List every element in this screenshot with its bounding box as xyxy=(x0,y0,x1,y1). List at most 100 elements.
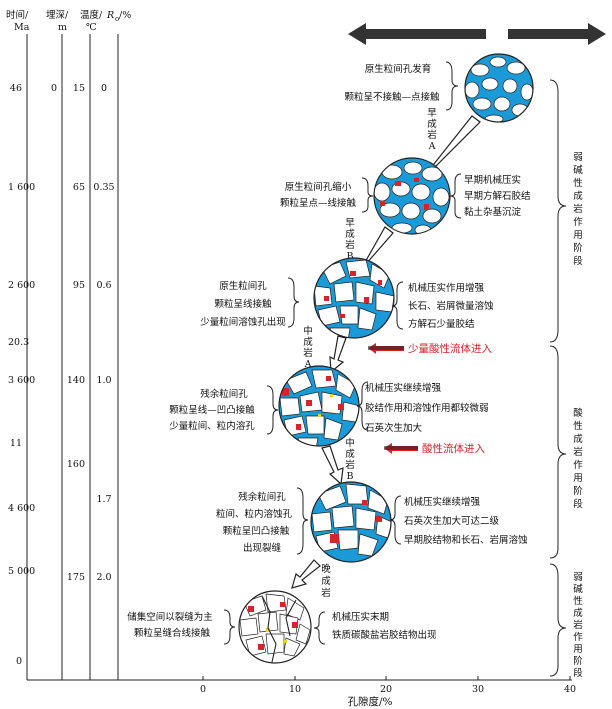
stage-5-left-line: 出现裂缝 xyxy=(243,542,282,554)
phase-bracket-3: 弱 碱 性 成 岩 作 用 阶 段 xyxy=(549,563,583,679)
header-arrows: 岩石组构演化特征 主要成岩作用 xyxy=(348,15,606,45)
stage-1-left-line: 颗粒呈不接触—点接触 xyxy=(344,91,440,103)
stage-3-right-brace xyxy=(391,281,404,330)
stage-name-char: A xyxy=(304,359,312,370)
right-arrow-shape xyxy=(508,23,606,45)
stage-6-left-line: 颗粒呈缝合线接触 xyxy=(134,627,211,639)
time-label: 5 000 xyxy=(8,566,35,577)
porosity-tick: 20 xyxy=(380,684,392,695)
phase-char: 段 xyxy=(573,255,583,267)
stage-4-left-line: 颗粒呈线—凹凸接触 xyxy=(169,404,255,416)
stage-5-left-line: 残余粒间孔 xyxy=(238,491,286,503)
thin-section-6 xyxy=(238,590,312,664)
phase-char: 成 xyxy=(573,433,583,445)
stage-6-right-brace xyxy=(313,611,326,645)
header-time-unit: Ma xyxy=(14,22,30,33)
phase-char: 作 xyxy=(573,631,583,643)
ro-label: 0.35 xyxy=(93,182,114,193)
stage-5-left-brace xyxy=(296,487,309,555)
depth-axis-labels: 0 65 95 140 160 175 xyxy=(51,83,85,583)
time-label: 1 600 xyxy=(8,182,35,193)
phase-char: 作 xyxy=(573,459,583,471)
fluid-event-1: 少量酸性流体进入 xyxy=(368,342,492,355)
temp-axis-labels: 15 xyxy=(73,83,85,94)
ro-label: 1.0 xyxy=(96,375,111,386)
phase-char: 性 xyxy=(573,420,583,432)
ro-label: 1.7 xyxy=(96,494,111,505)
header-time: 时间/ xyxy=(6,9,29,21)
stage-3-left-line: 少量粒间溶蚀孔出现 xyxy=(200,316,286,328)
header-ro-sub: o xyxy=(115,15,119,23)
stage-5-right-line: 机械压实继续增强 xyxy=(404,496,481,508)
time-label: 46 xyxy=(10,83,22,94)
phase-char: 弱 xyxy=(573,152,583,163)
stage-4: 残余粒间孔 颗粒呈线—凹凸接触 少量粒间、粒内溶孔 机械压实继续增强 胶结作用和… xyxy=(169,365,489,447)
stage-2-left-brace xyxy=(361,177,374,213)
stage-2-right-line: 黏土杂基沉淀 xyxy=(464,206,522,218)
depth-label: 160 xyxy=(67,459,85,470)
phase-bracket-1: 弱 碱 性 成 岩 作 用 阶 段 xyxy=(549,79,583,343)
stage-name-char: 晚 xyxy=(321,564,331,575)
phase-char: 岩 xyxy=(573,203,583,215)
phase-char: 阶 xyxy=(573,655,583,667)
header-ro: R xyxy=(106,10,114,21)
thin-section-2 xyxy=(373,157,451,235)
thin-section-4 xyxy=(278,365,360,447)
depth-label: 175 xyxy=(67,572,85,583)
vertical-axes xyxy=(26,34,119,680)
stage-name-char: B xyxy=(347,251,354,262)
stage-2: 原生粒间孔缩小 颗粒呈点—线接触 早期机械压实 早期方解石胶结 黏土杂基沉淀 xyxy=(280,157,531,235)
phase-char: 成 xyxy=(573,607,583,619)
phase-char: 岩 xyxy=(573,446,583,458)
temp-label: 15 xyxy=(73,83,85,94)
stage-2-right-brace xyxy=(449,173,462,219)
porosity-tick: 40 xyxy=(564,684,576,695)
stage-5-left-line: 粒间、粒内溶蚀孔 xyxy=(216,508,293,520)
phase-char: 作 xyxy=(573,216,583,228)
ro-label: 0.6 xyxy=(96,280,111,291)
stage-name-char: 岩 xyxy=(321,587,331,599)
porosity-tick: 30 xyxy=(472,684,484,695)
fluid-event-text: 酸性流体进入 xyxy=(422,442,485,455)
stage-name-char: 早 xyxy=(345,218,355,229)
time-label: 2 600 xyxy=(8,280,35,291)
stage-6: 储集空间以裂缝为主 颗粒呈缝合线接触 机械压实末期 铁质碳酸盐岩胶结物出现 xyxy=(127,590,437,664)
phase-char: 弱 xyxy=(573,572,583,583)
stage-6-right-line: 铁质碳酸盐岩胶结物出现 xyxy=(332,629,437,641)
phase-char: 碱 xyxy=(573,165,583,176)
stage-5-right-line: 早期胶结物和长石、岩屑溶蚀 xyxy=(404,534,528,546)
depth-label: 140 xyxy=(67,375,85,386)
stage-3-left-line: 颗粒呈线接触 xyxy=(214,298,272,310)
column-headers: 时间/ Ma 埋深/ m 温度/ ℃ R o /% xyxy=(6,9,131,33)
stage-name-char: 中 xyxy=(303,325,313,337)
stage-1: 原生粒间孔发育 颗粒呈不接触—点接触 xyxy=(344,53,534,123)
stage-2-left-line: 颗粒呈点—线接触 xyxy=(280,197,357,209)
fluid-event-2: 酸性流体进入 xyxy=(384,442,485,455)
ro-label: 0 xyxy=(101,83,107,94)
header-ro-unit: /% xyxy=(119,10,131,21)
left-arrow-label: 岩石组构演化特征 xyxy=(380,15,464,28)
stage-name-char: 成 xyxy=(321,575,331,587)
phase-char: 岩 xyxy=(573,619,583,631)
stage-4-right-line: 机械压实继续增强 xyxy=(365,382,442,394)
stage-name-char: 中 xyxy=(345,437,355,449)
time-label: 0 xyxy=(16,656,22,667)
phase-char: 酸 xyxy=(573,407,583,419)
phase-char: 用 xyxy=(573,644,583,655)
stage-4-right-line: 石英次生加大 xyxy=(365,422,423,434)
header-temp-unit: ℃ xyxy=(86,22,97,33)
time-label: 20.3 xyxy=(8,337,29,348)
stage-3-left-brace xyxy=(287,277,300,328)
stage-6-left-brace xyxy=(223,609,236,645)
stage-2-left-line: 原生粒间孔缩小 xyxy=(285,181,352,193)
stage-4-left-line: 残余粒间孔 xyxy=(200,388,248,400)
time-axis-labels: 46 1 600 2 600 20.3 3 600 11 4 600 5 000… xyxy=(8,83,35,667)
stage-name-char: 成 xyxy=(427,118,437,130)
depth-label: 65 xyxy=(73,182,85,193)
time-label: 3 600 xyxy=(8,375,35,386)
stage-5: 残余粒间孔 粒间、粒内溶蚀孔 颗粒呈凹凸接触 出现裂缝 机械压实继续增强 石英次… xyxy=(216,481,528,563)
stage-name-char: 岩 xyxy=(345,239,355,251)
stage-4-left-line: 少量粒间、粒内溶孔 xyxy=(169,420,255,432)
ro-axis-labels: 0 0.35 0.6 1.0 1.7 2.0 xyxy=(93,83,114,583)
